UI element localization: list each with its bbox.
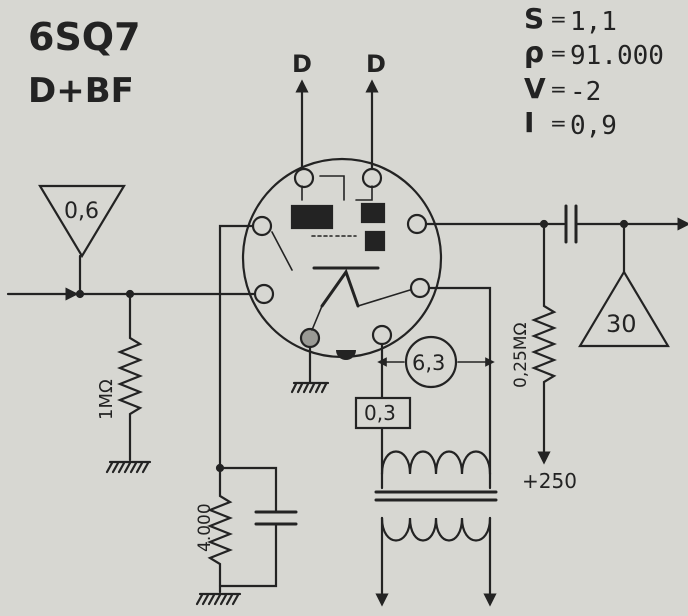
spec-symbol: I — [524, 106, 534, 139]
spec-symbol: S — [524, 2, 544, 35]
spec-symbol: V — [524, 72, 546, 105]
heater-filament — [320, 268, 360, 308]
tube-key — [336, 350, 356, 360]
spec-value: 91.000 — [570, 41, 664, 71]
input-stage-triangle — [38, 184, 126, 259]
ground-symbol — [290, 381, 330, 394]
heater-current-box — [354, 396, 412, 430]
diode-plate-2 — [360, 202, 386, 224]
svg-text:=: = — [550, 41, 567, 65]
svg-text:=: = — [550, 7, 567, 31]
spec-symbol: ρ — [524, 36, 544, 69]
bypass-lead — [218, 466, 278, 514]
tube-pin — [409, 277, 431, 299]
ground-symbol — [105, 460, 152, 474]
internal-leads — [301, 175, 373, 201]
triode-plate — [364, 230, 386, 252]
spec-value: 0,9 — [570, 111, 617, 141]
cathode-wire — [218, 224, 255, 472]
grid-resistor — [117, 292, 143, 462]
input-stage-gain: 0,6 — [64, 199, 99, 224]
output-stage-gain: 30 — [606, 310, 637, 338]
tube-type-label: 6SQ7 — [28, 15, 141, 59]
coupling-capacitor — [564, 204, 578, 244]
plate-resistor — [531, 222, 557, 465]
tube-pin — [406, 213, 428, 235]
grid-resistor-value: 1MΩ — [96, 379, 117, 420]
supply-voltage-label: +250 — [522, 469, 577, 493]
tube-function-label: D+BF — [28, 71, 134, 111]
transformer-primary — [380, 450, 492, 476]
diode-output-label: D — [366, 50, 386, 78]
spec-value: 1,1 — [570, 7, 617, 37]
diode-plate-1 — [290, 204, 334, 230]
tube-pin — [251, 215, 273, 237]
ground-symbol — [195, 592, 242, 606]
tube-pin-shield — [299, 327, 321, 349]
transformer-lead — [380, 472, 492, 490]
bypass-lead — [218, 522, 278, 588]
heater-voltage-value: 6,3 — [412, 351, 445, 375]
heater-voltage-badge — [404, 335, 458, 389]
tube-pin — [361, 167, 383, 189]
tube-envelope — [241, 157, 443, 359]
spec-value: -2 — [570, 77, 601, 107]
tube-pin — [293, 167, 315, 189]
cathode-resistor-value: 4.000 — [195, 503, 215, 552]
internal-wiring — [271, 231, 411, 331]
cathode-resistor — [207, 468, 233, 594]
svg-text:=: = — [550, 111, 567, 135]
tube-pin — [253, 283, 275, 305]
transformer-core — [374, 490, 498, 502]
diode-output-label: D — [292, 50, 312, 78]
transformer-secondary — [380, 516, 492, 542]
heater-current-value: 0,3 — [364, 401, 396, 425]
specs-block: S = 1,1 ρ = 91.000 V = -2 I = 0,9 — [524, 2, 664, 141]
plate-resistor-value: 0,25MΩ — [511, 322, 531, 388]
tube-pin — [371, 324, 393, 346]
heater-wire — [427, 286, 492, 476]
output-stage-triangle — [578, 269, 670, 348]
svg-text:=: = — [550, 77, 567, 101]
